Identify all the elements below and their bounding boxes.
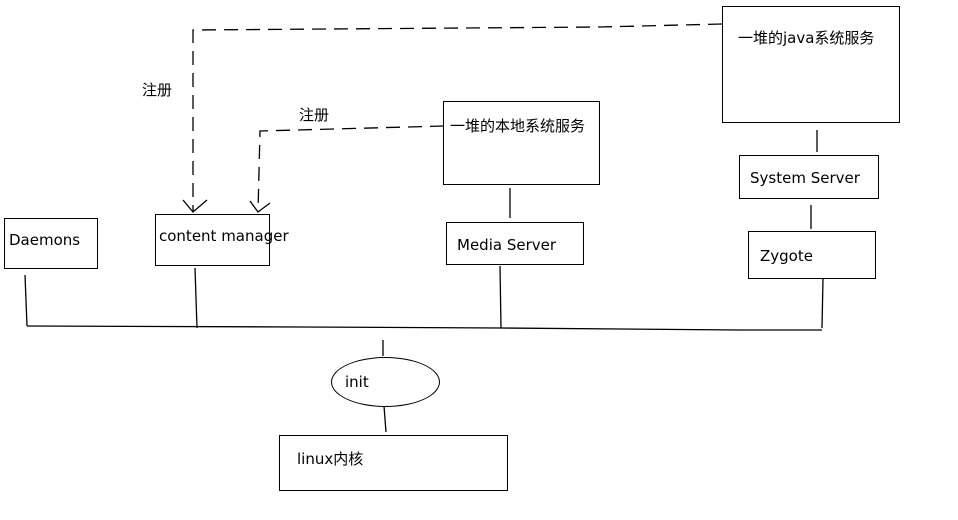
zygote-drop-line [821,277,824,329]
linux-kernel-label: linux内核 [297,450,364,468]
content-manager-box [155,214,270,266]
register-native-label: 注册 [299,106,330,124]
init-label: init [345,373,369,391]
media-server-label: Media Server [457,236,557,254]
system-server-label: System Server [750,169,860,187]
native-services-box [443,101,600,185]
register-native-arrowhead [249,200,271,213]
mediaserver-drop-line [499,265,502,329]
register-java-dashed-line [192,23,723,212]
register-java-label: 注册 [142,81,173,99]
init-bus-line [26,325,822,331]
init-node-ellipse [331,357,440,407]
register-java-arrowhead [182,199,208,213]
linux-kernel-box [279,435,508,491]
zygote-box [748,231,876,279]
content-manager-label: content manager [159,227,289,245]
native-services-label: 一堆的本地系统服务 [450,117,586,135]
media-server-box [446,222,584,265]
daemons-drop-line [24,274,28,327]
register-native-dashed-line [257,125,445,213]
system-server-box [739,155,879,199]
java-services-box [722,6,900,123]
daemons-box [4,218,98,269]
daemons-label: Daemons [9,231,81,249]
java-services-label: 一堆的java系统服务 [738,29,875,47]
zygote-label: Zygote [760,247,813,265]
contentmanager-drop-line [194,267,198,329]
init-to-kernel-line [383,405,387,433]
